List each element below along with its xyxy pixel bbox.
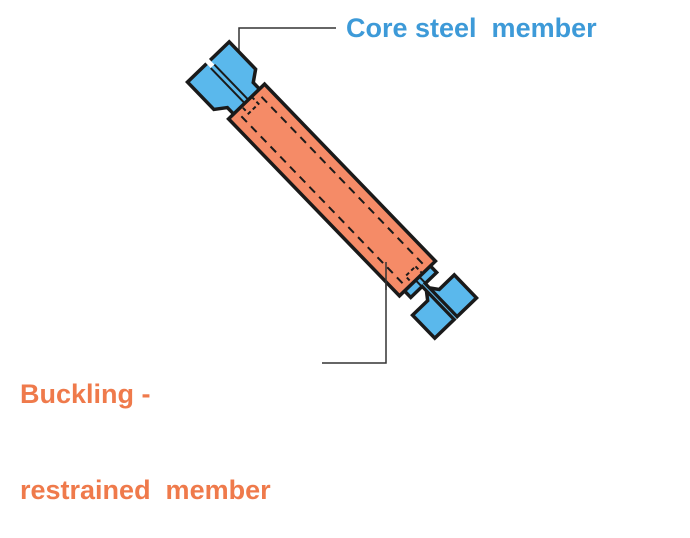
buckling-restrained-casing [226, 81, 438, 299]
core-hidden-lines [240, 95, 424, 285]
buckling-label-line1: Buckling - [20, 379, 151, 409]
buckling-label-line2: restrained member [20, 475, 271, 505]
core-steel-label: Core steel member [346, 13, 597, 43]
buckling-restrained-label: Buckling - restrained member [20, 314, 271, 538]
core-leader-line [238, 27, 336, 64]
brace-diagram [185, 27, 479, 364]
brm-leader-line [322, 262, 387, 364]
